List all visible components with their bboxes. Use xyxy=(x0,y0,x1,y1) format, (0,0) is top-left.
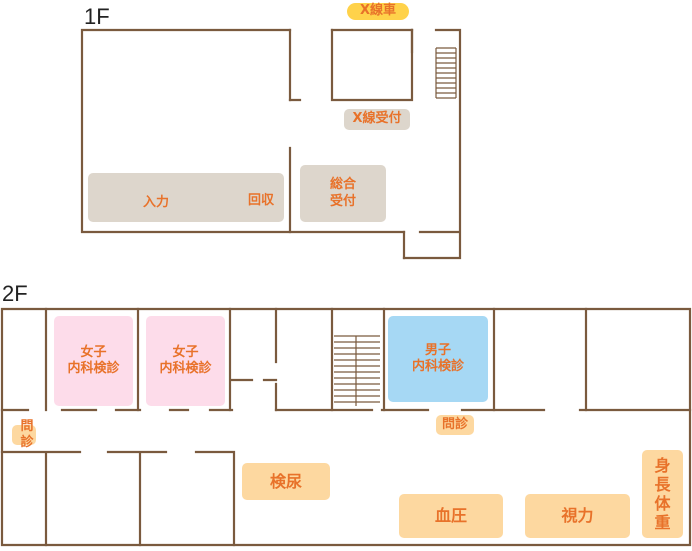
vision-zone: 視力 xyxy=(525,494,630,538)
female-exam-2-label: 女子 内科検診 xyxy=(159,344,212,376)
height-weight-zone: 身 長 体 重 xyxy=(642,450,683,538)
female-exam-1-label: 女子 内科検診 xyxy=(67,344,120,376)
interview-right-label: 問診 xyxy=(441,416,468,432)
f1-outer-wall xyxy=(80,28,462,260)
input-label: 入力 xyxy=(143,195,170,210)
f1-bottom-corridor xyxy=(402,230,460,260)
urine-test-label: 検尿 xyxy=(269,471,302,491)
xray-car-label: X線車 xyxy=(359,3,397,19)
interview-right-zone: 問診 xyxy=(436,415,474,435)
xray-reception-zone: X線受付 xyxy=(344,109,410,130)
f2-outer-wall xyxy=(0,307,692,547)
f1-right-partition xyxy=(288,28,414,102)
male-exam-room: 男子 内科検診 xyxy=(388,316,488,402)
collection-label: 回収 xyxy=(248,193,275,208)
urine-test-zone: 検尿 xyxy=(242,463,330,500)
blood-pressure-zone: 血圧 xyxy=(399,494,503,538)
female-exam-room-1: 女子 内科検診 xyxy=(54,316,133,406)
male-exam-label: 男子 内科検診 xyxy=(411,342,464,374)
xray-reception-label: X線受付 xyxy=(352,111,402,127)
interview-left-zone: 問診 xyxy=(12,419,36,450)
vision-label: 視力 xyxy=(561,506,594,525)
floor-2-title: 2F xyxy=(2,281,28,306)
general-reception-zone: 総合 受付 xyxy=(300,165,386,222)
blood-pressure-label: 血圧 xyxy=(434,506,467,525)
xray-car-badge: X線車 xyxy=(347,3,409,20)
f1-xray-room xyxy=(330,28,414,102)
floor-1-title: 1F xyxy=(84,4,110,29)
input-collection-zone xyxy=(88,173,284,222)
height-weight-label: 身 長 体 重 xyxy=(654,455,671,533)
f2-stairs xyxy=(334,335,380,406)
f2-lower-rooms xyxy=(0,450,236,547)
f2-room-dividers xyxy=(44,307,588,412)
general-reception-label: 総合 受付 xyxy=(329,177,356,209)
f1-stairs xyxy=(435,47,457,99)
female-exam-room-2: 女子 内科検診 xyxy=(146,316,225,406)
interview-left-label: 問診 xyxy=(20,418,34,450)
